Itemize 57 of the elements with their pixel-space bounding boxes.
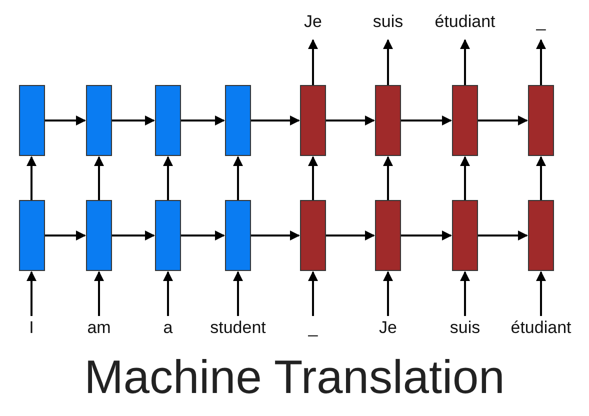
arrow — [383, 271, 393, 316]
word-label: Je — [253, 12, 373, 32]
arrow — [478, 116, 528, 126]
arrow — [94, 156, 104, 200]
rnn-cell — [86, 200, 112, 271]
arrow — [383, 156, 393, 200]
arrow — [181, 230, 225, 240]
rnn-cell — [375, 85, 401, 156]
arrow — [326, 230, 375, 240]
arrow — [326, 116, 375, 126]
arrow — [181, 116, 225, 126]
arrow — [233, 156, 243, 200]
arrow — [163, 271, 173, 316]
arrow — [112, 116, 155, 126]
arrow — [460, 156, 470, 200]
word-label: am — [39, 318, 159, 338]
rnn-cell — [18, 200, 44, 271]
rnn-cell — [452, 85, 478, 156]
arrow — [308, 156, 318, 200]
rnn-cell — [300, 85, 326, 156]
word-label: étudiant — [481, 318, 589, 338]
arrow — [536, 156, 546, 200]
rnn-cell — [86, 85, 112, 156]
arrow — [112, 230, 155, 240]
title: Machine Translation — [83, 352, 506, 402]
arrow — [383, 39, 393, 85]
rnn-cell — [300, 200, 326, 271]
arrow — [251, 116, 300, 126]
rnn-cell — [452, 200, 478, 271]
arrow — [308, 39, 318, 85]
arrow — [536, 271, 546, 316]
word-label: Je — [328, 318, 448, 338]
arrow — [233, 271, 243, 316]
arrow — [44, 230, 86, 240]
rnn-cell — [18, 85, 44, 156]
word-label: étudiant — [405, 12, 525, 32]
rnn-cell — [225, 200, 251, 271]
rnn-cell — [225, 85, 251, 156]
rnn-cell — [155, 200, 181, 271]
arrow — [94, 271, 104, 316]
arrow — [163, 156, 173, 200]
arrow — [536, 39, 546, 85]
arrow — [460, 39, 470, 85]
arrow — [308, 271, 318, 316]
rnn-cell — [528, 200, 554, 271]
arrow — [478, 230, 528, 240]
arrow — [26, 156, 36, 200]
arrow — [26, 271, 36, 316]
rnn-cell — [375, 200, 401, 271]
rnn-cell — [528, 85, 554, 156]
arrow — [44, 116, 86, 126]
arrow — [460, 271, 470, 316]
arrow — [401, 230, 452, 240]
arrow — [401, 116, 452, 126]
word-label: student — [178, 318, 298, 338]
rnn-cell — [155, 85, 181, 156]
arrow — [251, 230, 300, 240]
